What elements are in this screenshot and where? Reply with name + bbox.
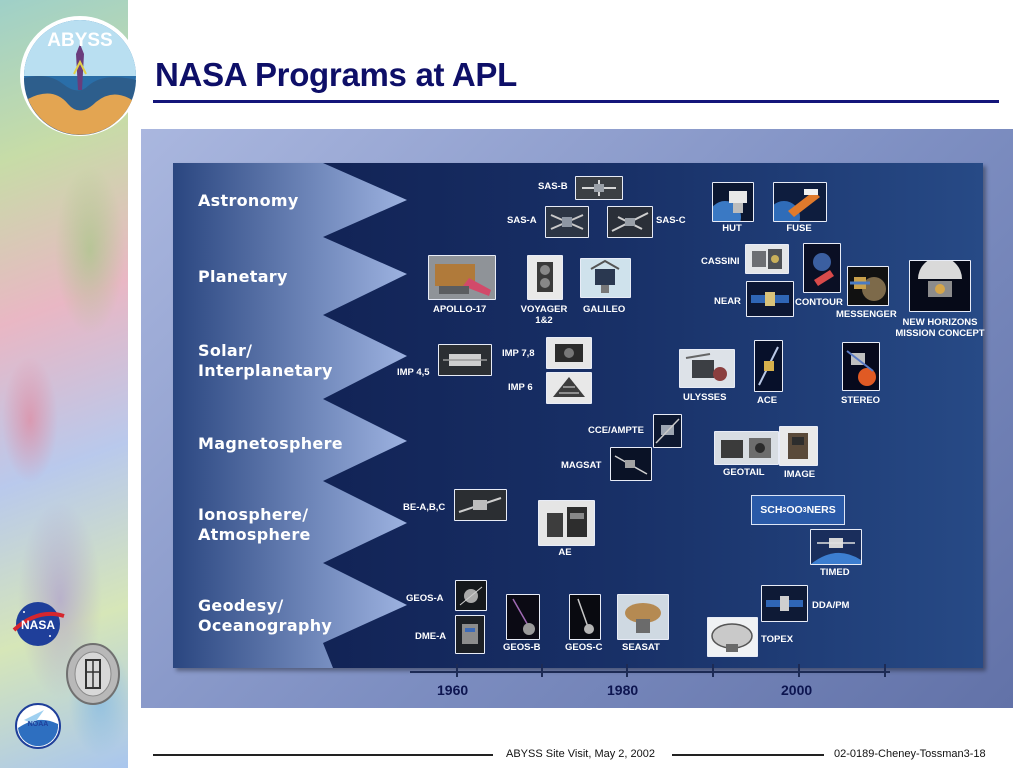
label-geos-c: GEOS-C [565,642,603,653]
label-near: NEAR [714,296,741,307]
label-messenger: MESSENGER [836,309,897,320]
label-dme-a: DME-A [415,631,447,642]
imp-78-image [546,337,592,369]
timeline-tick [884,664,886,677]
topex-image [707,617,758,657]
image-mission-image [779,426,818,466]
imp-6-image [546,372,592,404]
timed-image [810,529,862,565]
label-ulysses: ULYSSES [683,392,727,403]
label-sas-b: SAS-B [538,181,568,192]
label-ddapm: DDA/PM [812,600,850,611]
geos-b-image [506,594,540,640]
ae-image [538,500,595,546]
label-image: IMAGE [784,469,816,480]
noaa-logo: NOAA [15,703,61,749]
sas-b-image [575,176,623,200]
label-magsat: MAGSAT [561,460,602,471]
label-ae: AE [558,547,572,558]
year-label-2000: 2000 [781,682,813,698]
label-hut: HUT [722,223,742,234]
svg-text:NASA: NASA [21,618,55,632]
geos-a-image [455,580,487,611]
new-horizons-image [909,260,971,312]
svg-text:ABYSS: ABYSS [47,30,112,51]
seasat-image [617,594,669,640]
label-seasat: SEASAT [622,642,660,653]
nasa-logo: NASA [12,602,65,646]
ace-image [754,340,783,392]
year-label-1960: 1960 [437,682,469,698]
apollo-17-image [428,255,496,300]
messenger-image [847,266,889,306]
sas-a-image [545,206,589,238]
footer-rule [672,754,824,756]
timeline-tick [541,664,543,677]
label-timed: TIMED [820,567,850,578]
category-astronomy: Astronomy [198,191,299,210]
label-stereo: STEREO [841,395,881,406]
label-be-abc: BE-A,B,C [403,502,446,513]
page-title: NASA Programs at APL [155,56,517,93]
label-geotail: GEOTAIL [723,467,765,478]
timeline-axis [410,671,890,673]
year-label-1980: 1980 [607,682,639,698]
category-ionosphere-atmosphere: Ionosphere/Atmosphere [198,505,311,544]
ulysses-image [679,349,735,388]
abyss-logo: ABYSS [20,16,140,136]
label-fuse: FUSE [786,223,812,234]
voyager-image [527,255,563,300]
jhu-seal [66,643,120,705]
ddapm-image [761,585,808,622]
timeline-tick [798,664,800,677]
geotail-image [714,431,779,465]
sas-c-image [607,206,653,238]
timeline-tick [712,664,714,677]
footer-document-id: 02-0189-Cheney-Tossman3-18 [834,748,986,760]
label-galileo: GALILEO [583,304,626,315]
label-sas-a: SAS-A [507,215,537,226]
title-divider [153,100,999,103]
label-imp-45: IMP 4,5 [397,367,430,378]
cassini-image [745,244,789,274]
category-magnetosphere: Magnetosphere [198,434,343,453]
label-topex: TOPEX [761,634,794,645]
stereo-image [842,342,880,391]
hut-image [712,182,754,222]
galileo-image [580,258,631,298]
category-planetary: Planetary [198,267,288,286]
category-chevrons [173,163,407,668]
be-abc-image [454,489,507,521]
footer-rule [153,754,493,756]
category-solar-interplanetary: Solar/Interplanetary [198,341,333,380]
geos-c-image [569,594,601,640]
cce-ampte-image [653,414,682,448]
svg-text:NOAA: NOAA [28,721,49,728]
label-ace: ACE [756,395,778,406]
dme-a-image [455,615,485,654]
near-image [746,281,794,317]
category-geodesy-oceanography: Geodesy/Oceanography [198,596,333,635]
magsat-image [610,447,652,481]
timeline-tick [626,664,628,677]
label-imp-6: IMP 6 [508,382,533,393]
timeline-tick [456,664,458,677]
label-contour: CONTOUR [795,297,843,308]
label-apollo-17: APOLLO-17 [433,304,487,315]
imp-45-image [438,344,492,376]
footer-visit-text: ABYSS Site Visit, May 2, 2002 [506,748,655,760]
contour-image [803,243,841,293]
label-imp-78: IMP 7,8 [502,348,535,359]
fuse-image [773,182,827,222]
label-geos-a: GEOS-A [406,593,444,604]
label-sas-c: SAS-C [656,215,686,226]
label-geos-b: GEOS-B [503,642,541,653]
label-cassini: CASSINI [701,256,740,267]
label-cce-ampte: CCE/AMPTE [588,425,644,436]
